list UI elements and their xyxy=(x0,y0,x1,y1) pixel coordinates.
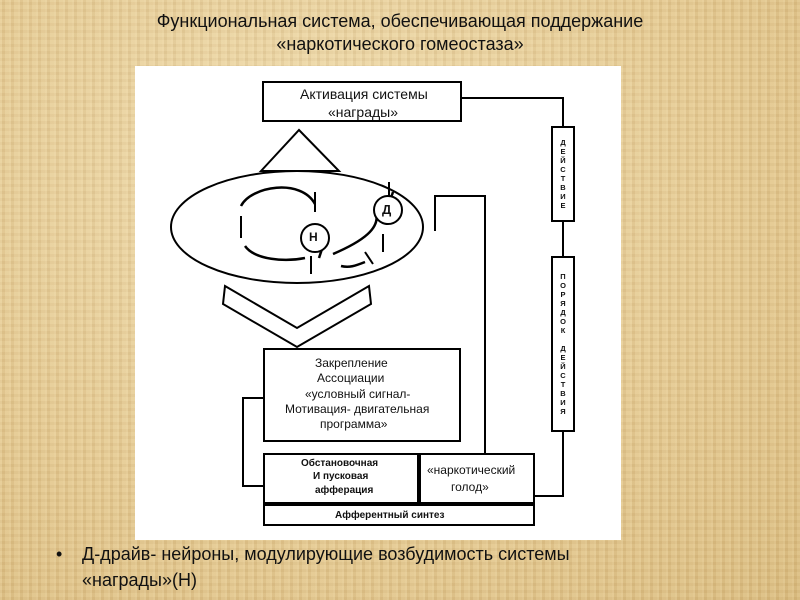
reward-box-line-2: «награды» xyxy=(328,104,398,120)
neuron-circle xyxy=(170,170,424,284)
neuron-n-label: Н xyxy=(309,230,318,244)
narcotic-hunger-box: «наркотический голод» xyxy=(419,453,535,504)
diagram-panel: Активация системы «награды» Д Н Д Е Й С … xyxy=(135,66,621,540)
afferentation-box: Обстановочная И пусковая афферация xyxy=(263,453,419,504)
neuron-n-circle xyxy=(300,223,330,253)
consolidation-line-3: «условный сигнал- xyxy=(305,387,411,401)
afferentation-line-3: афферация xyxy=(315,485,374,496)
connector-order-hunger xyxy=(535,432,564,497)
consolidation-line-4: Мотивация- двигательная xyxy=(285,402,430,416)
consolidation-line-5: программа» xyxy=(320,417,388,431)
action-column: Д Е Й С Т В И Е xyxy=(551,126,575,222)
afferentation-line-2: И пусковая xyxy=(313,471,369,482)
hunger-line-2: голод» xyxy=(451,480,489,494)
afferent-synthesis-bar: Афферентный синтез xyxy=(263,504,535,526)
arrow-up-shape xyxy=(258,128,342,172)
consolidation-line-1: Закрепление xyxy=(315,356,388,370)
arrow-down-shape xyxy=(221,284,373,349)
connector-reward-action xyxy=(462,97,564,128)
title-line-2: «наркотического гомеостаза» xyxy=(276,34,524,54)
bullet-dot: • xyxy=(56,544,63,564)
afferent-synthesis-label: Афферентный синтез xyxy=(335,510,445,521)
consolidation-box: Закрепление Ассоциации «условный сигнал-… xyxy=(263,348,461,442)
bullet-text-line-1: Д-драйв- нейроны, модулирующие возбудимо… xyxy=(82,544,570,564)
afferentation-line-1: Обстановочная xyxy=(301,458,379,469)
hunger-line-1: «наркотический xyxy=(427,463,516,477)
title-line-1: Функциональная система, обеспечивающая п… xyxy=(156,11,644,31)
reward-activation-box: Активация системы «награды» xyxy=(262,81,462,122)
neuron-d-label: Д xyxy=(382,202,392,217)
reward-box-line-1: Активация системы xyxy=(300,86,428,102)
consolidation-line-2: Ассоциации xyxy=(317,371,385,385)
slide-title: Функциональная система, обеспечивающая п… xyxy=(40,10,760,56)
order-of-action-column: П О Р Я Д О К Д Е Й С Т В И Я xyxy=(551,256,575,432)
diagram-connectors xyxy=(170,97,564,497)
bullet-text-line-2: «награды»(Н) xyxy=(82,570,197,590)
neuron-d-circle xyxy=(373,195,403,225)
connector-consolidation-loop xyxy=(242,397,265,487)
